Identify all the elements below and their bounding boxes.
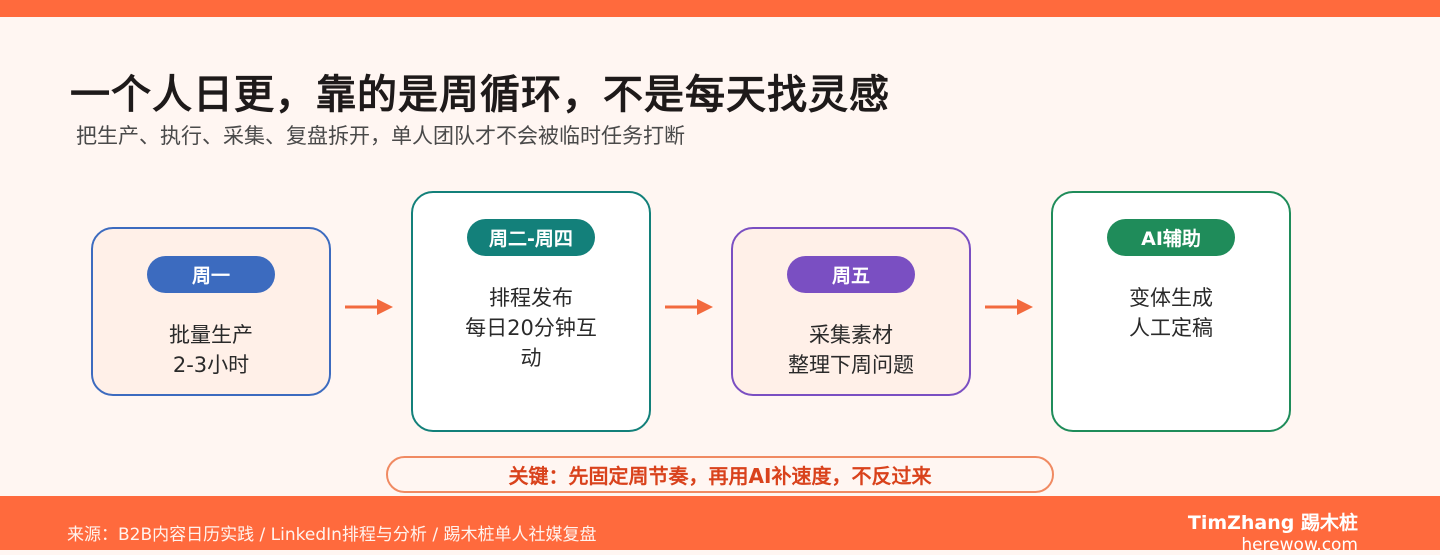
- step-line: 整理下周问题: [788, 353, 914, 377]
- step-line: 动: [520, 346, 542, 370]
- page-subtitle: 把生产、执行、采集、复盘拆开，单人团队才不会被临时任务打断: [76, 124, 685, 148]
- step-line: 每日20分钟互: [465, 316, 597, 340]
- step-description: 排程发布 每日20分钟互 动: [413, 283, 649, 373]
- step-description: 批量生产 2-3小时: [93, 320, 329, 380]
- key-message-banner: 关键：先固定周节奏，再用AI补速度，不反过来: [386, 456, 1054, 493]
- brand-name: TimZhang 踢木桩: [1187, 512, 1358, 534]
- brand-site: herewow.com: [1241, 535, 1358, 555]
- step-card-ai: AI辅助 变体生成 人工定稿: [1051, 191, 1291, 432]
- step-badge: AI辅助: [1107, 219, 1235, 256]
- step-card-monday: 周一 批量生产 2-3小时: [91, 227, 331, 396]
- arrow-right-icon: [345, 299, 393, 315]
- source-note: 来源：B2B内容日历实践 / LinkedIn排程与分析 / 踢木桩单人社媒复盘: [67, 525, 597, 545]
- step-card-tue-thu: 周二-周四 排程发布 每日20分钟互 动: [411, 191, 651, 432]
- step-line: 人工定稿: [1129, 316, 1213, 340]
- step-line: 变体生成: [1129, 286, 1213, 310]
- step-badge: 周二-周四: [467, 219, 595, 256]
- step-line: 批量生产: [169, 323, 253, 347]
- arrow-right-icon: [665, 299, 713, 315]
- step-line: 2-3小时: [172, 353, 250, 377]
- step-line: 采集素材: [809, 323, 893, 347]
- arrow-right-icon: [985, 299, 1033, 315]
- brand-block: TimZhang 踢木桩 herewow.com: [1188, 511, 1358, 555]
- step-line: 排程发布: [489, 286, 573, 310]
- top-accent-bar: [0, 0, 1440, 17]
- step-badge: 周一: [147, 256, 275, 293]
- step-description: 变体生成 人工定稿: [1053, 283, 1289, 343]
- footer-bar: [0, 496, 1440, 550]
- step-badge: 周五: [787, 256, 915, 293]
- page-title: 一个人日更，靠的是周循环，不是每天找灵感: [70, 72, 890, 118]
- step-card-friday: 周五 采集素材 整理下周问题: [731, 227, 971, 396]
- step-description: 采集素材 整理下周问题: [733, 320, 969, 380]
